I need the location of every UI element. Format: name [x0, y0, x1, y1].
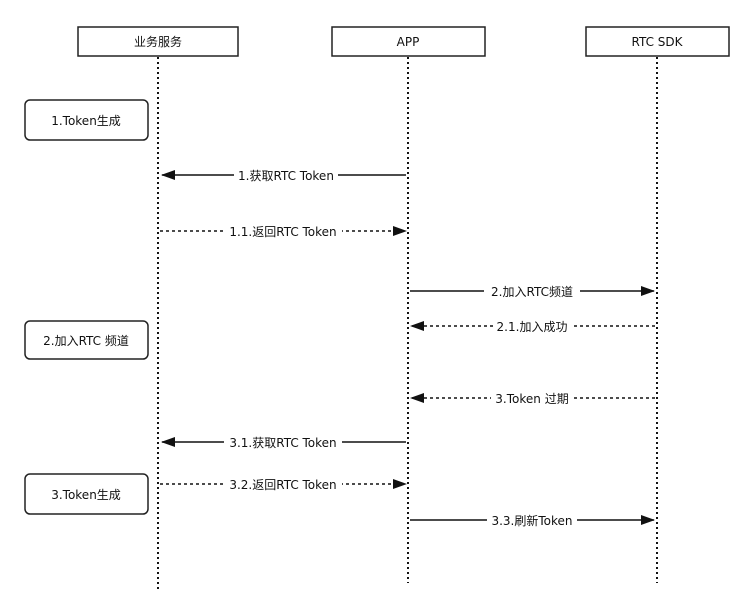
message-label: 3.Token 过期 [495, 392, 568, 406]
message-token-expired: 3.Token 过期 [410, 391, 655, 406]
message-label: 3.2.返回RTC Token [229, 478, 336, 492]
participant-label: APP [397, 35, 420, 49]
message-return-rtc-token: 1.1.返回RTC Token [160, 224, 407, 239]
message-join-success: 2.1.加入成功 [410, 319, 655, 334]
note-token-generate-1: 1.Token生成 [24, 99, 149, 141]
message-get-rtc-token-again: 3.1.获取RTC Token [161, 435, 406, 450]
note-label: 2.加入RTC 频道 [43, 334, 129, 348]
message-return-rtc-token-again: 3.2.返回RTC Token [160, 477, 407, 492]
message-label: 1.获取RTC Token [238, 169, 334, 183]
message-get-rtc-token: 1.获取RTC Token [161, 168, 406, 183]
note-label: 3.Token生成 [51, 488, 121, 502]
message-label: 2.加入RTC频道 [491, 285, 573, 299]
participant-rtc-sdk: RTC SDK [585, 26, 730, 57]
message-refresh-token: 3.3.刷新Token [410, 513, 655, 528]
note-join-rtc-channel: 2.加入RTC 频道 [24, 320, 149, 360]
message-label: 2.1.加入成功 [497, 320, 568, 334]
participant-label: RTC SDK [631, 35, 683, 49]
participant-business-service: 业务服务 [77, 26, 239, 57]
message-join-rtc-channel: 2.加入RTC频道 [410, 284, 655, 299]
note-label: 1.Token生成 [51, 114, 121, 128]
participant-app: APP [331, 26, 486, 57]
message-label: 3.3.刷新Token [491, 513, 572, 528]
note-token-generate-2: 3.Token生成 [24, 473, 149, 515]
participant-label: 业务服务 [134, 34, 182, 49]
message-label: 3.1.获取RTC Token [229, 436, 336, 450]
message-label: 1.1.返回RTC Token [229, 225, 336, 239]
